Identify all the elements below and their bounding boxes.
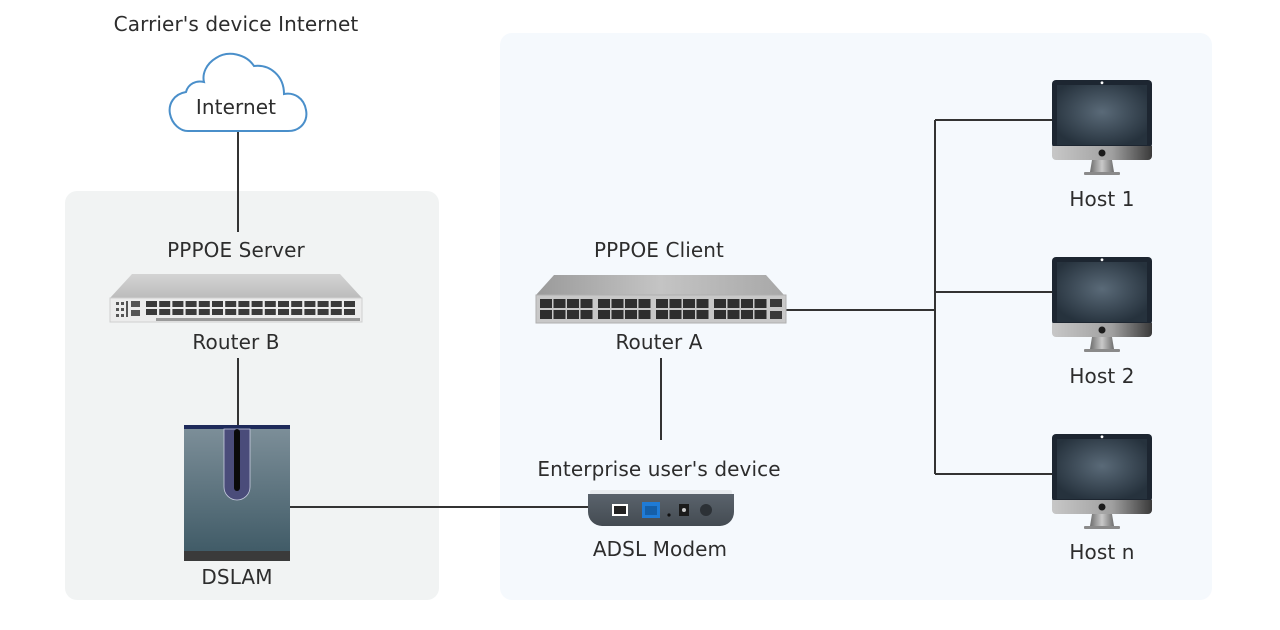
router-b-port <box>278 301 289 307</box>
router-a-role: PPPOE Client <box>593 238 725 262</box>
router-a-port <box>553 310 566 319</box>
router-a-port <box>683 299 695 308</box>
router-a-port <box>669 299 682 308</box>
internet-label: Internet <box>195 95 277 119</box>
router-b-port <box>291 301 303 307</box>
router-a-port <box>741 310 753 319</box>
host-n-label: Host n <box>1069 540 1135 564</box>
router-a-port <box>625 299 637 308</box>
router-b-icon[interactable] <box>108 272 366 324</box>
router-b-role: PPPOE Server <box>167 238 305 262</box>
router-a-port <box>669 310 682 319</box>
power-button-icon <box>700 504 712 516</box>
router-a-port <box>580 310 593 319</box>
router-a-port <box>598 310 610 319</box>
router-b-port <box>304 301 316 307</box>
router-a-port <box>580 299 593 308</box>
router-b-port <box>278 309 289 315</box>
router-b-port <box>225 309 237 315</box>
router-b-port <box>146 309 157 315</box>
router-b-port <box>238 309 250 315</box>
router-a-port <box>567 299 579 308</box>
router-b-label: Router B <box>192 330 280 354</box>
router-b-port <box>146 301 157 307</box>
router-a-port <box>656 310 668 319</box>
enterprise-zone-title: Enterprise user's device <box>537 457 781 481</box>
router-a-port <box>741 299 753 308</box>
router-b-port <box>264 309 276 315</box>
router-a-port <box>611 299 624 308</box>
router-a-port <box>696 310 709 319</box>
router-b-port <box>317 301 329 307</box>
host-2-monitor-icon[interactable] <box>1052 257 1152 353</box>
router-a-port <box>696 299 709 308</box>
router-a-port <box>611 310 624 319</box>
modem-icon[interactable] <box>586 490 736 528</box>
router-b-port <box>198 309 210 315</box>
router-b-port <box>212 301 223 307</box>
router-b-port <box>330 301 342 307</box>
router-b-port <box>159 301 171 307</box>
router-a-port <box>567 310 579 319</box>
router-b-port <box>251 309 263 315</box>
router-a-port <box>714 310 726 319</box>
router-b-port <box>344 309 355 315</box>
router-a-port <box>683 310 695 319</box>
host-1-label: Host 1 <box>1069 187 1135 211</box>
router-a-port <box>727 310 740 319</box>
modem-label: ADSL Modem <box>592 537 728 561</box>
router-b-port <box>264 301 276 307</box>
router-a-port <box>540 310 552 319</box>
router-a-port <box>714 299 726 308</box>
router-b-port <box>185 309 197 315</box>
router-b-port <box>330 309 342 315</box>
router-b-port <box>185 301 197 307</box>
router-b-port <box>238 301 250 307</box>
router-b-port <box>304 309 316 315</box>
router-b-port <box>291 309 303 315</box>
carrier-zone-title: Carrier's device Internet <box>113 12 359 36</box>
router-a-port <box>625 310 637 319</box>
router-a-port <box>727 299 740 308</box>
router-b-port <box>198 301 210 307</box>
router-a-port <box>754 299 767 308</box>
router-b-port <box>159 309 171 315</box>
router-b-port <box>317 309 329 315</box>
router-b-port <box>225 301 237 307</box>
router-a-port <box>656 299 668 308</box>
dslam-label: DSLAM <box>201 565 273 589</box>
router-b-port <box>344 301 355 307</box>
router-a-port <box>540 299 552 308</box>
host-1-monitor-icon[interactable] <box>1052 80 1152 176</box>
router-b-port <box>172 301 184 307</box>
cloud-icon <box>168 52 308 132</box>
router-a-icon[interactable] <box>532 273 788 325</box>
router-a-label: Router A <box>615 330 703 354</box>
router-a-port <box>553 299 566 308</box>
router-b-port <box>212 309 223 315</box>
host-n-monitor-icon[interactable] <box>1052 434 1152 530</box>
dslam-icon[interactable] <box>184 425 290 561</box>
router-a-port <box>638 299 651 308</box>
router-a-port <box>598 299 610 308</box>
router-b-port <box>172 309 184 315</box>
router-b-port <box>251 301 263 307</box>
router-a-port <box>638 310 651 319</box>
router-a-port <box>754 310 767 319</box>
host-2-label: Host 2 <box>1069 364 1135 388</box>
